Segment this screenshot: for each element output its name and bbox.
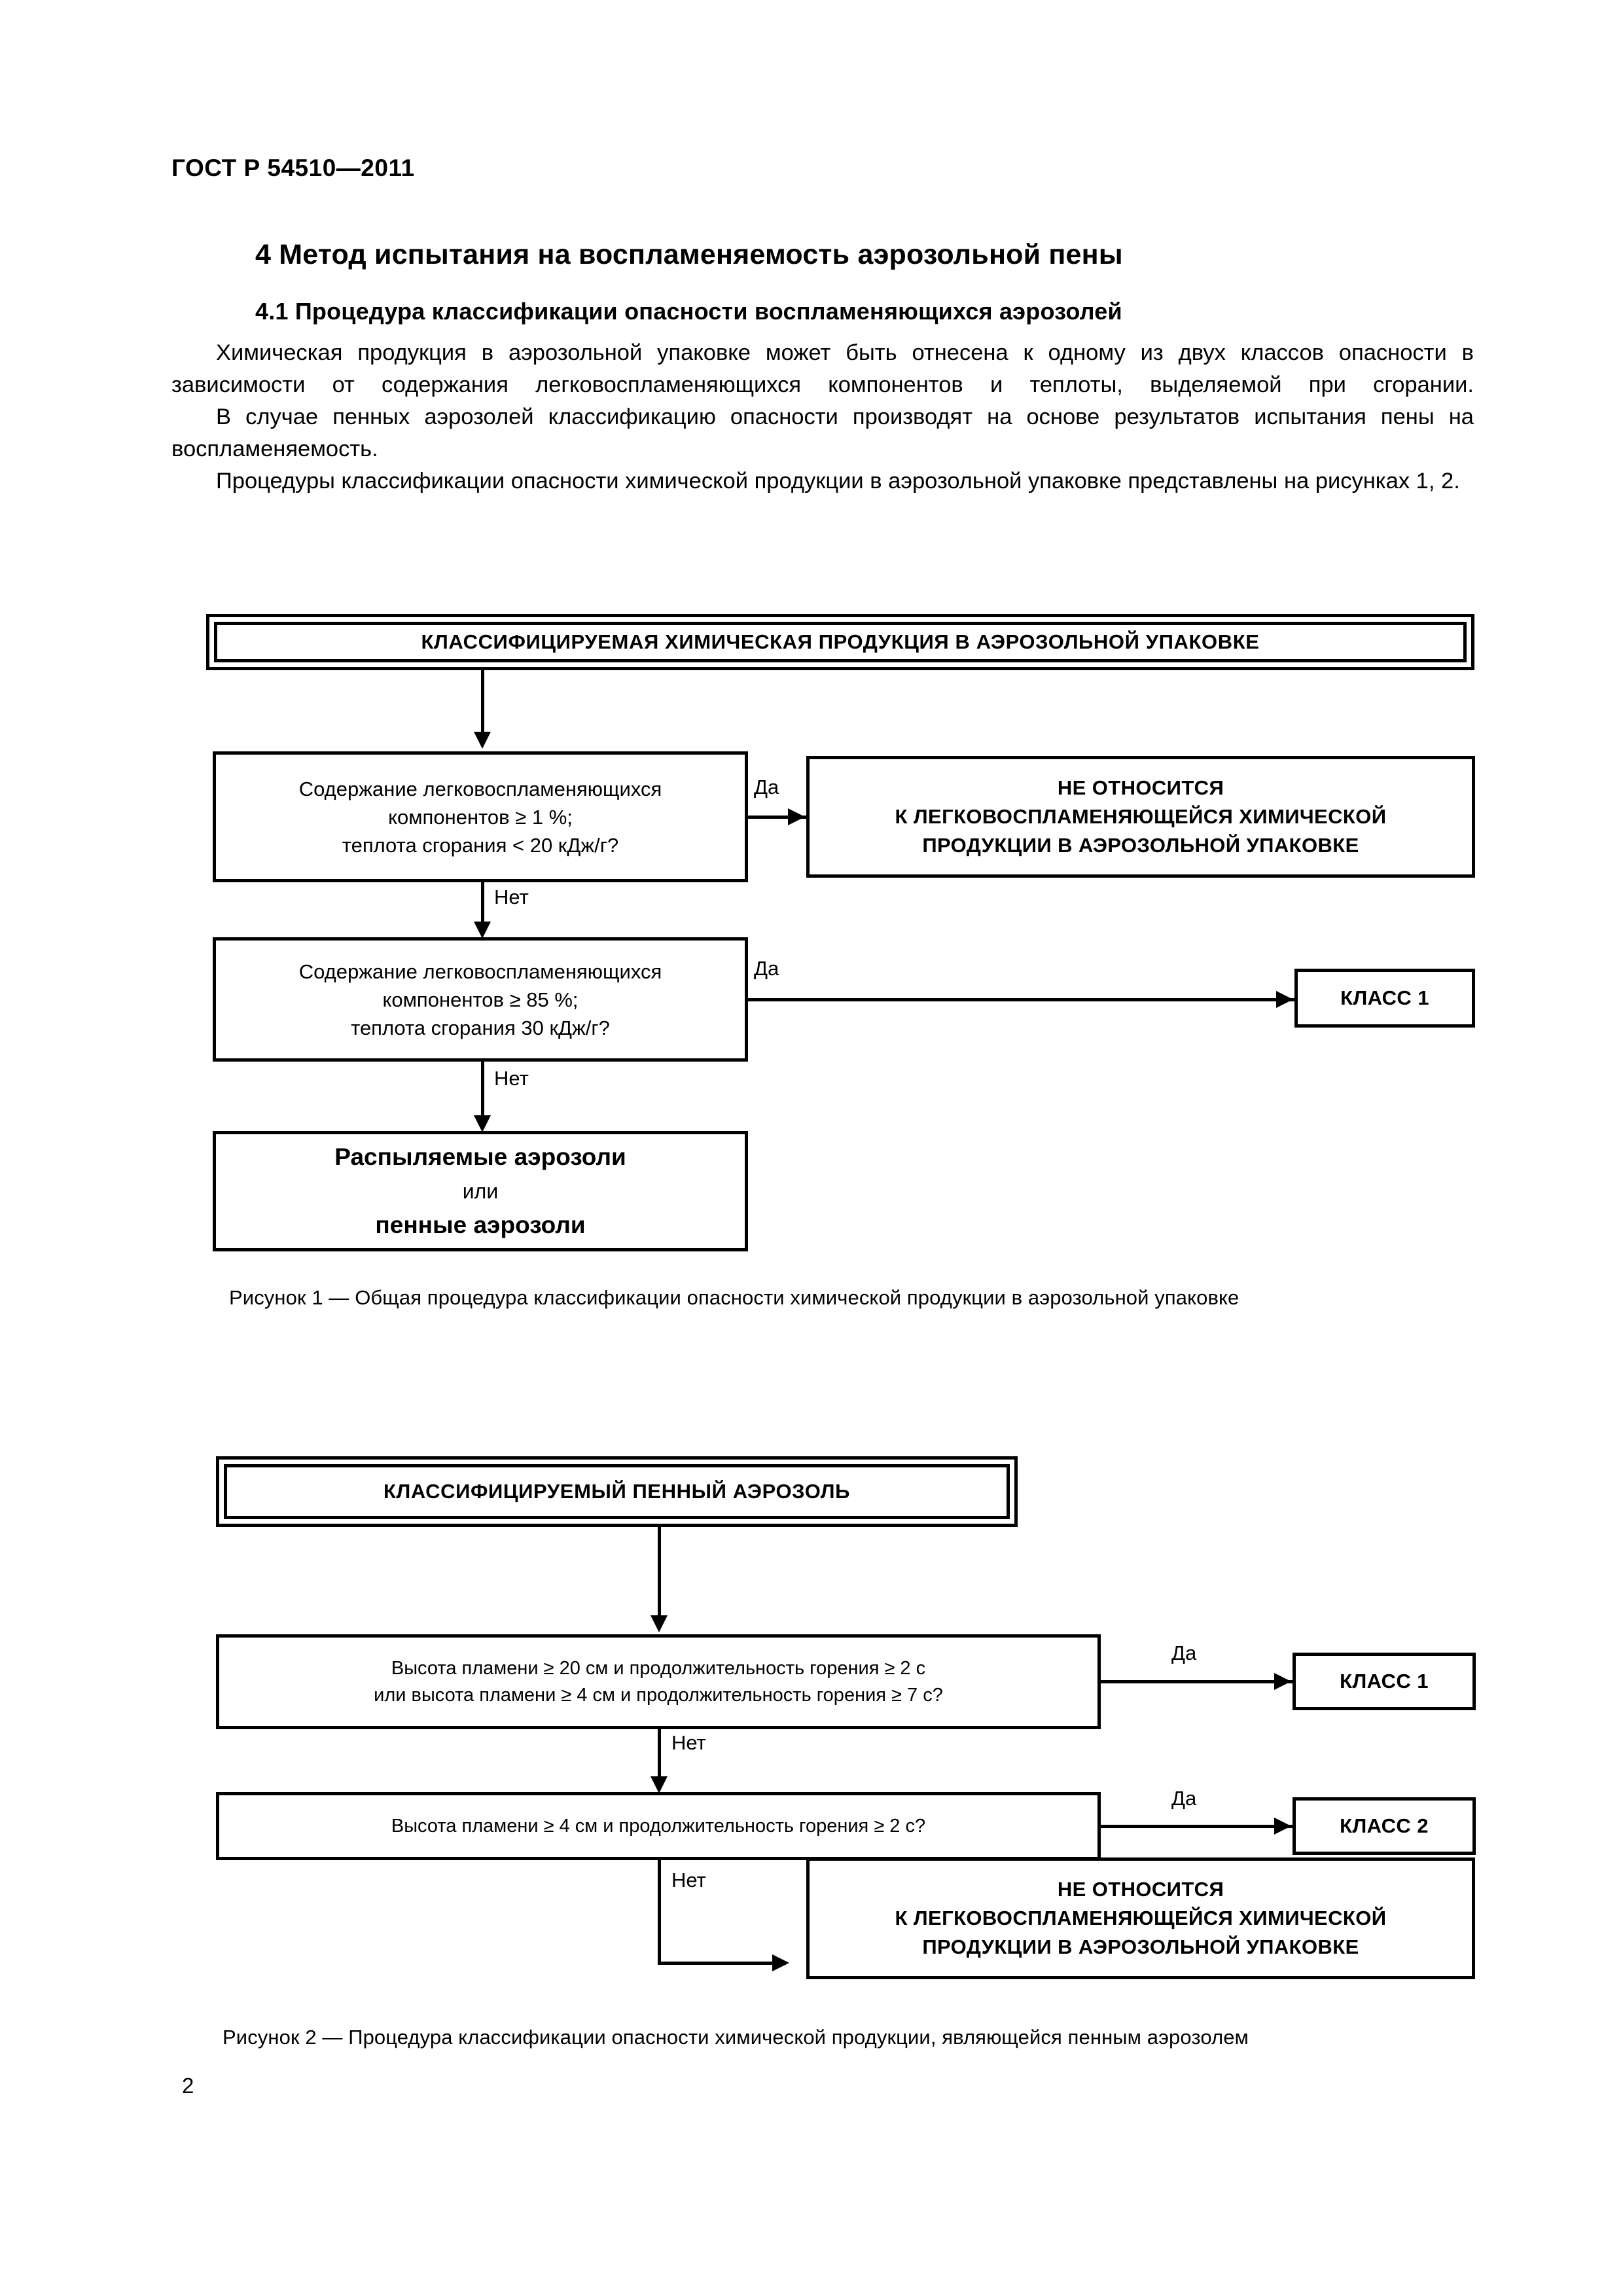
fig2-start-box: КЛАССИФИЦИРУЕМЫЙ ПЕННЫЙ АЭРОЗОЛЬ [216, 1456, 1018, 1527]
fig1-result-line-3: пенные аэрозоли [375, 1211, 586, 1238]
fig1-arrowhead-start-to-d1 [474, 732, 491, 749]
fig1-decision-2-line-1: Содержание легковоспламеняющихся [298, 960, 662, 983]
fig2-arrowhead-d1-no [651, 1776, 668, 1793]
fig1-edge-label-yes-2: Да [754, 957, 779, 980]
fig2-arrowhead-d2-no [772, 1954, 789, 1971]
fig2-class-2-box: КЛАСС 2 [1293, 1797, 1476, 1855]
fig1-decision-1-line-1: Содержание легковоспламеняющихся [298, 777, 662, 800]
fig2-class-1-label: КЛАСС 1 [1340, 1670, 1429, 1693]
fig1-decision-2-line-2: компонентов ≥ 85 %; [382, 988, 579, 1011]
fig2-not-flammable-line-3: ПРОДУКЦИИ В АЭРОЗОЛЬНОЙ УПАКОВКЕ [922, 1935, 1359, 1958]
fig1-result-line-2: или [462, 1179, 499, 1203]
fig2-class-2-label: КЛАСС 2 [1340, 1814, 1429, 1837]
fig1-arrowhead-d1-no [474, 922, 491, 939]
paragraph-2: В случае пенных аэрозолей классификацию … [171, 404, 1474, 461]
fig1-class-1-box: КЛАСС 1 [1294, 969, 1475, 1028]
fig2-decision-2-box: Высота пламени ≥ 4 см и продолжительност… [216, 1792, 1101, 1860]
fig1-decision-1-line-2: компонентов ≥ 1 %; [388, 805, 573, 829]
fig1-decision-1-line-3: теплота сгорания < 20 кДж/г? [342, 833, 619, 857]
body-text: Химическая продукция в аэрозольной упако… [171, 337, 1474, 497]
fig2-arrowhead-d1-yes [1274, 1673, 1291, 1690]
paragraph-3: Процедуры классификации опасности химиче… [216, 469, 1460, 493]
fig2-connector-start-to-d1 [658, 1527, 661, 1619]
fig1-arrowhead-d2-yes [1276, 991, 1293, 1008]
fig1-connector-d2-no [481, 1062, 484, 1119]
fig2-class-1-box: КЛАСС 1 [1293, 1653, 1476, 1710]
fig1-result-box: Распыляемые аэрозоли или пенные аэрозоли [213, 1131, 748, 1251]
fig2-edge-label-no-2: Нет [671, 1869, 706, 1892]
fig2-connector-d2-no-horizontal [658, 1962, 786, 1965]
figure-2-caption: Рисунок 2 — Процедура классификации опас… [223, 2026, 1249, 2049]
fig1-decision-2-line-3: теплота сгорания 30 кДж/г? [351, 1016, 610, 1039]
fig1-connector-d2-yes [748, 998, 1295, 1001]
fig1-arrowhead-d1-yes [788, 808, 805, 825]
page-title: 4 Метод испытания на воспламеняемость аэ… [255, 239, 1123, 270]
fig1-arrowhead-d2-no [474, 1115, 491, 1132]
fig2-connector-d2-yes [1101, 1825, 1293, 1828]
fig2-not-flammable-line-1: НЕ ОТНОСИТСЯ [1057, 1878, 1224, 1901]
fig1-connector-d1-yes [748, 816, 807, 819]
fig2-decision-2-line-1: Высота пламени ≥ 4 см и продолжительност… [391, 1815, 926, 1837]
fig1-edge-label-yes-1: Да [754, 776, 779, 798]
fig1-not-flammable-line-1: НЕ ОТНОСИТСЯ [1057, 776, 1224, 799]
fig1-start-label: КЛАССИФИЦИРУЕМАЯ ХИМИЧЕСКАЯ ПРОДУКЦИЯ В … [421, 630, 1260, 653]
paragraph-1: Химическая продукция в аэрозольной упако… [171, 340, 1474, 397]
fig1-start-box: КЛАССИФИЦИРУЕМАЯ ХИМИЧЕСКАЯ ПРОДУКЦИЯ В … [206, 614, 1474, 670]
fig1-not-flammable-line-2: К ЛЕГКОВОСПЛАМЕНЯЮЩЕЙСЯ ХИМИЧЕСКОЙ [895, 805, 1387, 828]
fig1-class-1-label: КЛАСС 1 [1340, 986, 1429, 1009]
fig2-not-flammable-box: НЕ ОТНОСИТСЯ К ЛЕГКОВОСПЛАМЕНЯЮЩЕЙСЯ ХИМ… [806, 1857, 1475, 1979]
document-standard-header: ГОСТ Р 54510—2011 [171, 154, 415, 181]
fig2-edge-label-no-1: Нет [671, 1731, 706, 1754]
fig2-decision-1-line-1: Высота пламени ≥ 20 см и продолжительнос… [391, 1657, 926, 1679]
fig1-not-flammable-line-3: ПРОДУКЦИИ В АЭРОЗОЛЬНОЙ УПАКОВКЕ [922, 834, 1359, 857]
fig1-connector-start-to-d1 [481, 670, 484, 736]
figure-1-caption: Рисунок 1 — Общая процедура классификаци… [229, 1286, 1240, 1309]
fig2-arrowhead-d2-yes [1274, 1818, 1291, 1835]
fig2-arrowhead-start-to-d1 [651, 1615, 668, 1632]
fig2-edge-label-yes-2: Да [1171, 1787, 1197, 1810]
fig1-decision-1-box: Содержание легковоспламеняющихся компоне… [213, 751, 748, 882]
fig1-connector-d1-no [481, 882, 484, 925]
fig1-result-line-1: Распыляемые аэрозоли [334, 1143, 626, 1170]
fig2-connector-d1-no [658, 1729, 661, 1780]
page-number: 2 [182, 2073, 194, 2098]
fig2-not-flammable-line-2: К ЛЕГКОВОСПЛАМЕНЯЮЩЕЙСЯ ХИМИЧЕСКОЙ [895, 1907, 1387, 1929]
subsection-title: 4.1 Процедура классификации опасности во… [255, 298, 1122, 325]
fig1-decision-2-box: Содержание легковоспламеняющихся компоне… [213, 937, 748, 1062]
fig2-decision-1-box: Высота пламени ≥ 20 см и продолжительнос… [216, 1634, 1101, 1729]
fig2-start-label: КЛАССИФИЦИРУЕМЫЙ ПЕННЫЙ АЭРОЗОЛЬ [383, 1480, 850, 1503]
fig1-edge-label-no-1: Нет [494, 886, 529, 908]
fig2-connector-d1-yes [1101, 1680, 1293, 1683]
fig1-not-flammable-box: НЕ ОТНОСИТСЯ К ЛЕГКОВОСПЛАМЕНЯЮЩЕЙСЯ ХИМ… [806, 756, 1475, 878]
fig2-connector-d2-no-vertical [658, 1860, 661, 1965]
fig1-edge-label-no-2: Нет [494, 1067, 529, 1090]
fig2-decision-1-line-2: или высота пламени ≥ 4 см и продолжитель… [374, 1684, 943, 1706]
fig2-edge-label-yes-1: Да [1171, 1641, 1197, 1664]
